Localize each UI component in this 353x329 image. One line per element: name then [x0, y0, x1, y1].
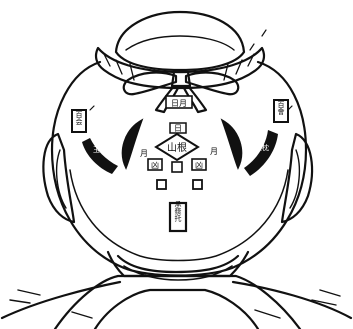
left-mid-label: 玉枕 [93, 145, 107, 154]
center-right-box-label: 凶 [195, 161, 203, 170]
neck-inner-band [118, 256, 238, 272]
robe-collar-outer [55, 276, 300, 329]
right-mid-label: 玉枕 [255, 143, 269, 152]
right-crescent-mark [222, 120, 241, 168]
bottom-center-label: 承漿托 [174, 200, 182, 222]
topknot-inner [126, 36, 234, 50]
right-mid-band [244, 130, 278, 176]
center-diamond-label: 山根 [167, 141, 187, 154]
center-left-box-label: 凶 [151, 161, 159, 170]
lower-right-square [193, 180, 202, 189]
left-ear [43, 134, 74, 222]
left-crescent-mark [123, 120, 142, 168]
hair-band-texture [104, 54, 254, 80]
lower-left-square [157, 180, 166, 189]
left-mid-band [82, 138, 118, 174]
right-upper-label: 百會 [277, 101, 285, 116]
shoulder-line [2, 282, 351, 318]
center-small-label: 日 [174, 124, 182, 133]
topknot-bun [116, 12, 244, 70]
left-upper-label: 百会 [75, 111, 83, 126]
right-crescent-label: 月 [210, 147, 218, 156]
top-center-label: 日月 [171, 99, 187, 108]
robe-collar-inner [95, 290, 258, 329]
ribbon-knot [172, 72, 190, 86]
left-crescent-label: 月 [140, 149, 148, 158]
center-bottom-box [172, 162, 182, 172]
